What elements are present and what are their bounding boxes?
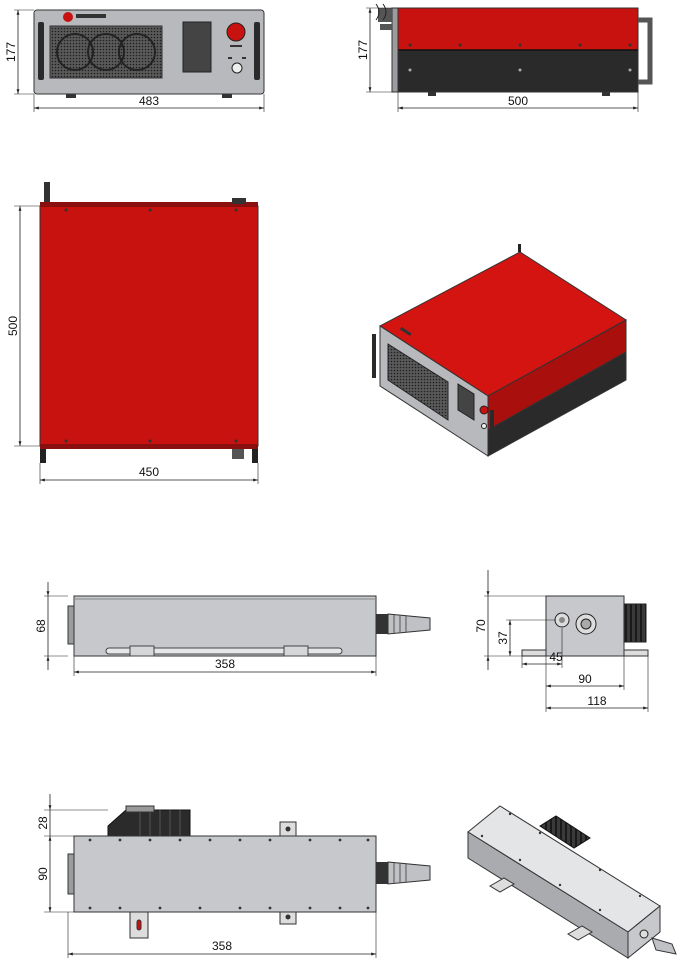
key-switch-icon — [231, 62, 243, 74]
dim-top-width: 450 — [139, 465, 159, 479]
isometric-chassis-view — [372, 244, 627, 457]
module-end-view: 70 37 45 90 118 — [474, 570, 649, 712]
dim-module-top-fan: 28 — [36, 816, 50, 830]
dim-module-end-45: 45 — [549, 650, 563, 664]
dim-front-width: 483 — [139, 94, 159, 108]
dim-module-end-port: 37 — [496, 631, 510, 645]
dim-front-height: 177 — [4, 42, 18, 62]
module-side-view: 68 358 — [34, 582, 431, 676]
dim-module-end-118: 118 — [587, 694, 606, 708]
isometric-module-view — [467, 805, 677, 960]
top-view: 500 450 — [6, 182, 259, 484]
dim-module-top-length: 358 — [212, 939, 232, 953]
dim-module-side-height: 68 — [34, 619, 48, 633]
brand-logo-icon — [63, 12, 106, 22]
dim-top-depth: 500 — [6, 316, 20, 336]
dim-module-top-width: 90 — [36, 867, 50, 881]
dim-side-depth: 500 — [508, 94, 528, 108]
dim-module-end-90: 90 — [578, 672, 592, 686]
front-view: 177 483 — [4, 9, 265, 112]
dim-module-side-length: 358 — [215, 657, 235, 671]
side-view: 177 500 — [356, 3, 653, 112]
emergency-stop-icon — [226, 22, 246, 42]
dim-side-height: 177 — [356, 40, 370, 60]
dim-module-end-height: 70 — [474, 619, 488, 633]
module-top-view: 28 90 358 — [36, 794, 431, 958]
